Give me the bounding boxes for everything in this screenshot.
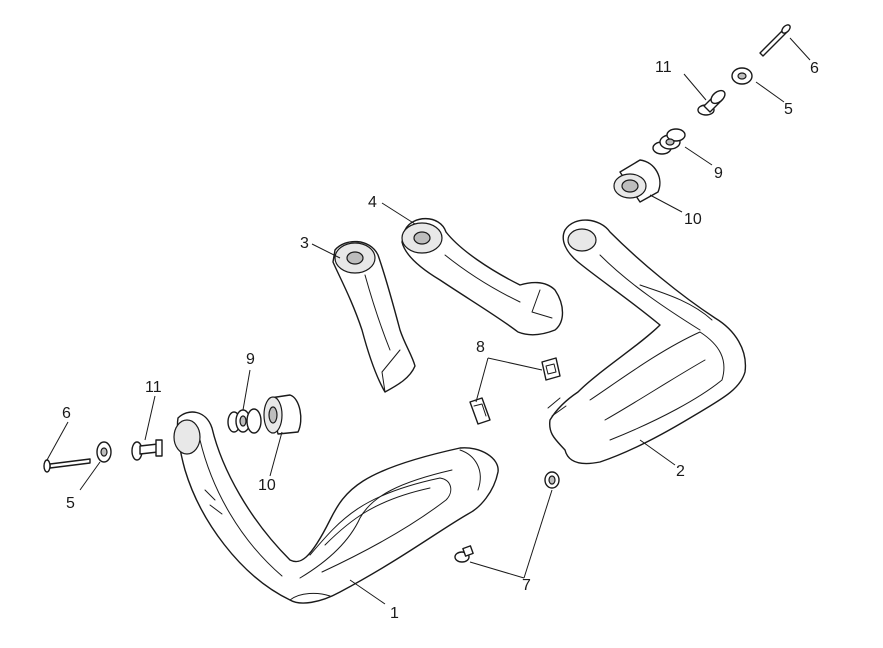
callout-6-right: 6 <box>810 60 819 77</box>
bolt-left <box>43 458 91 473</box>
washer-right <box>731 67 753 85</box>
right-hand-guard <box>547 219 747 465</box>
damper-left <box>263 394 302 435</box>
left-mounting-bracket <box>332 240 416 393</box>
nut <box>544 471 560 489</box>
callout-10-right: 10 <box>684 211 702 228</box>
pin-left <box>131 439 163 461</box>
leader-lines <box>46 37 811 605</box>
callout-7: 7 <box>522 577 531 594</box>
callout-1: 1 <box>390 605 399 622</box>
callout-9-right: 9 <box>714 165 723 182</box>
callout-5-right: 5 <box>784 101 793 118</box>
callout-8: 8 <box>476 339 485 356</box>
callout-10-left: 10 <box>258 477 276 494</box>
callout-2: 2 <box>676 463 685 480</box>
pin-right <box>697 89 726 116</box>
grommet-right <box>652 128 686 155</box>
bolt-right <box>759 24 791 57</box>
callout-11-left: 11 <box>145 379 162 396</box>
damper-right <box>613 159 661 203</box>
callout-6-left: 6 <box>62 405 71 422</box>
callout-5-left: 5 <box>66 495 75 512</box>
callout-4: 4 <box>368 194 377 211</box>
washer-left <box>96 441 112 463</box>
callout-9-left: 9 <box>246 351 255 368</box>
clip-lower <box>469 397 491 425</box>
left-hand-guard <box>173 411 499 604</box>
grommet-left <box>227 408 262 434</box>
clip-upper <box>541 357 561 381</box>
callout-11-right: 11 <box>655 59 672 76</box>
screw <box>454 545 474 563</box>
callout-3: 3 <box>300 235 309 252</box>
right-mounting-bracket <box>401 217 564 336</box>
